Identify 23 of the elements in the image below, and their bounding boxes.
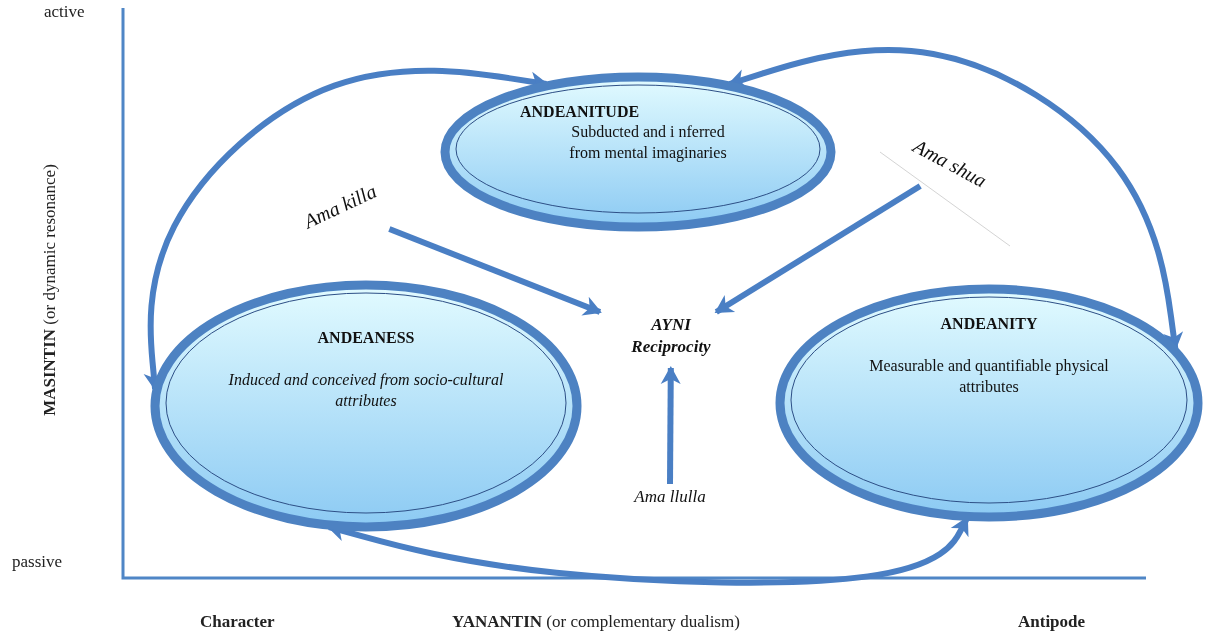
center-label: AYNI Reciprocity [630,314,712,359]
ellipse-description: Induced and conceived from socio-cultural attributes [227,370,505,411]
axis-label: active [44,2,85,22]
arrow [143,67,549,391]
ellipse-heading: ANDEANITUDE [520,102,641,122]
arrow-label: Ama shua [908,133,992,194]
ellipse-shape [775,284,1203,522]
arrow-label: Ama llulla [632,486,707,508]
ellipse-shape [440,72,836,232]
ellipse-shape [150,280,582,532]
axis-label: Antipode [1018,612,1086,632]
axis-label: passive [12,552,63,572]
arrow [714,183,922,315]
axis-title: YANANTIN (or complementary dualism) [452,612,740,632]
arrow-label: Ama killa [299,178,381,235]
ellipse-heading: ANDEANITY [939,314,1039,334]
arrow [388,226,602,316]
ellipse-description: Measurable and quantifiable physical attributes [868,356,1110,397]
arrow [660,366,681,485]
ellipse-description: Subducted and i nferred from mental imaginaries [568,122,728,164]
axis-label: Character [200,612,275,632]
axis-title: MASINTIN (or dynamic resonance) [40,163,60,418]
ellipse-heading: ANDEANESS [316,328,416,348]
